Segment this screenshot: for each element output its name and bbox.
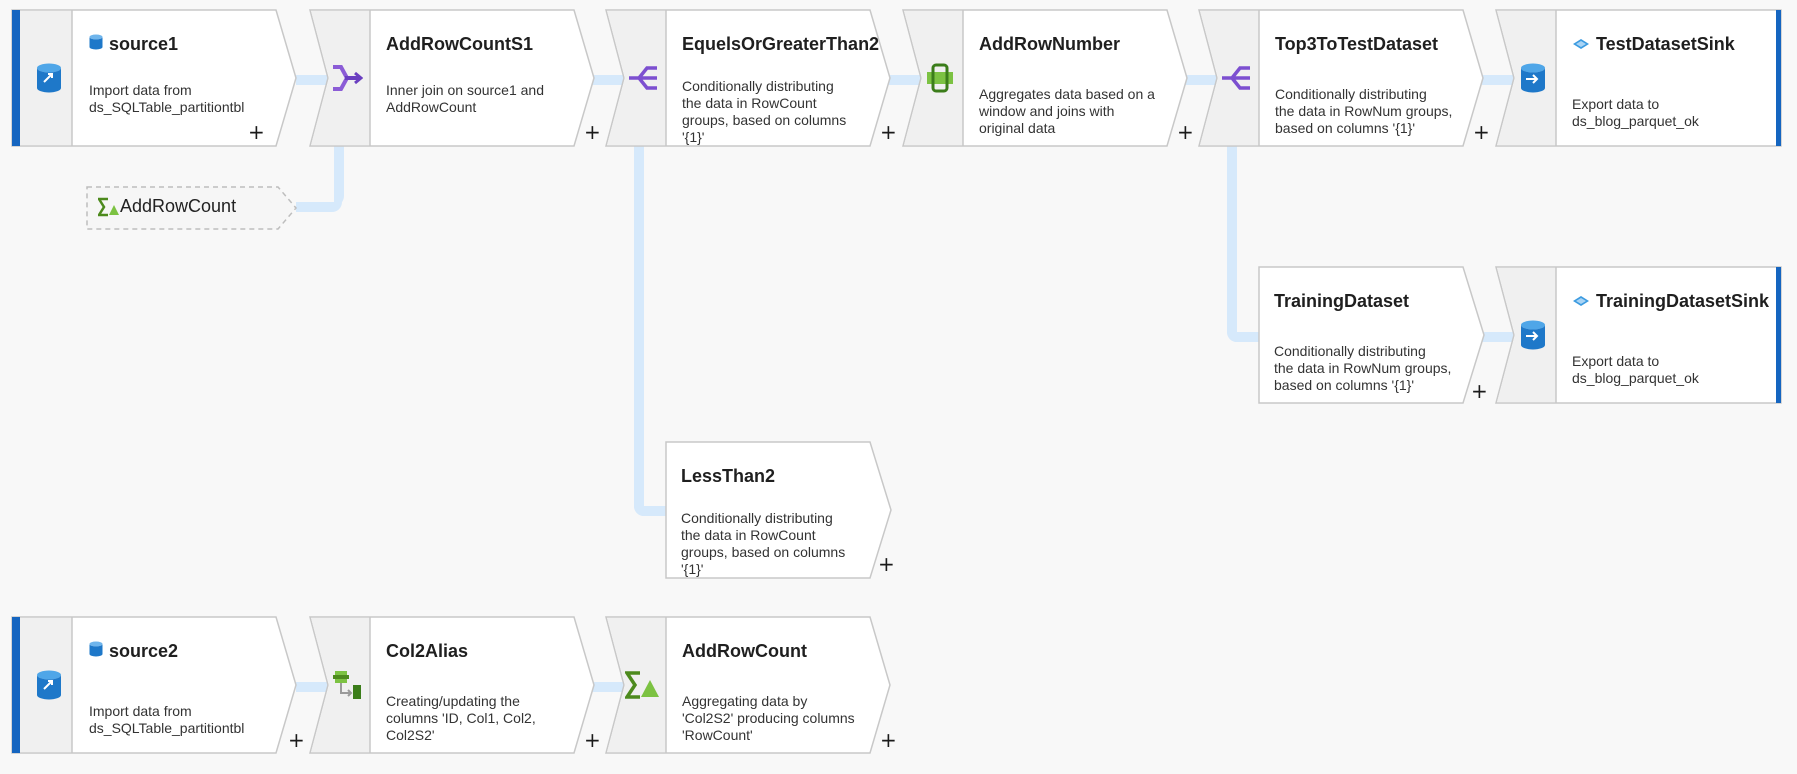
connector-equels-lessthan2-down (634, 146, 644, 516)
node-training-dataset-sink[interactable]: TrainingDatasetSink Export data to ds_bl… (1495, 266, 1782, 404)
connector-source1-addrowcounts1 (296, 75, 328, 85)
parquet-dataset-icon (1572, 291, 1590, 312)
node-title: TrainingDataset (1274, 291, 1410, 311)
connector-training-trainingsink (1479, 332, 1514, 342)
node-addrowcounts1[interactable]: AddRowCountS1 Inner join on source1 and … (309, 9, 601, 147)
add-transform-button[interactable]: + (880, 728, 897, 752)
source-accent-bar (12, 10, 20, 146)
sql-icon (89, 34, 103, 55)
join-icon (324, 10, 370, 146)
node-top3-to-test-dataset[interactable]: Top3ToTestDataset Conditionally distribu… (1198, 9, 1490, 147)
node-description: Import data from ds_SQLTable_partitiontb… (89, 703, 245, 736)
sink-accent-bar (1776, 267, 1781, 403)
add-transform-button[interactable]: + (1471, 379, 1488, 403)
add-transform-button[interactable]: + (248, 120, 265, 144)
node-addrownumber[interactable]: AddRowNumber Aggregates data based on a … (902, 9, 1194, 147)
node-description: Creating/updating the columns 'ID, Col1,… (386, 693, 536, 743)
node-shape (665, 441, 892, 579)
node-source2[interactable]: source2 Import data from ds_SQLTable_par… (11, 616, 305, 754)
node-description: Export data to ds_blog_parquet_ok (1572, 96, 1699, 129)
node-description: Inner join on source1 and AddRowCount (386, 82, 544, 115)
sink-accent-bar (1776, 10, 1781, 146)
node-title: Col2Alias (386, 641, 469, 661)
node-description: Conditionally distributing the data in R… (682, 78, 847, 145)
node-training-dataset[interactable]: TrainingDataset Conditionally distributi… (1258, 266, 1488, 404)
database-source-icon (26, 10, 72, 146)
connector-equels-lessthan2-right (634, 506, 668, 516)
connector-top3-testsink (1482, 75, 1514, 85)
node-col2alias[interactable]: Col2Alias Creating/updating the columns … (309, 616, 601, 754)
connector-equels-addrownumber (889, 75, 921, 85)
connector-top3-training-right (1227, 332, 1261, 342)
node-title: Top3ToTestDataset (1275, 34, 1439, 54)
node-description: Conditionally distributing the data in R… (1274, 343, 1452, 393)
source-accent-bar (12, 617, 20, 753)
node-source1[interactable]: source1 Import data from ds_SQLTable_par… (11, 9, 297, 147)
connector-addrowcounts1-equels (592, 75, 624, 85)
window-icon (917, 10, 963, 146)
node-description: Conditionally distributing the data in R… (1275, 86, 1453, 136)
node-description: Aggregating data by 'Col2S2' producing c… (682, 693, 855, 743)
add-transform-button[interactable]: + (584, 120, 601, 144)
conditional-split-icon (1213, 10, 1259, 146)
add-transform-button[interactable]: + (878, 552, 895, 576)
parquet-dataset-icon (1572, 34, 1590, 55)
node-title: LessThan2 (681, 466, 776, 486)
node-addrowcount[interactable]: AddRowCount Aggregating data by 'Col2S2'… (605, 616, 897, 754)
database-source-icon (26, 617, 72, 753)
aggregate-icon (96, 197, 120, 221)
node-title: TrainingDatasetSink (1596, 291, 1770, 311)
connector-addrownumber-top3 (1185, 75, 1217, 85)
database-sink-icon (1510, 267, 1556, 403)
node-test-dataset-sink[interactable]: TestDatasetSink Export data to ds_blog_p… (1495, 9, 1782, 147)
add-transform-button[interactable]: + (584, 728, 601, 752)
connector-addrowcount-ref-left (296, 202, 342, 212)
node-shape (309, 9, 595, 147)
node-title: AddRowNumber (979, 34, 1120, 54)
node-title: AddRowCountS1 (386, 34, 533, 54)
connector-col2alias-addrowcount (592, 682, 624, 692)
connector-addrowcount-ref-up (334, 146, 344, 206)
node-title: source1 (109, 34, 179, 54)
reference-node-addrowcount[interactable]: AddRowCount (86, 186, 298, 230)
node-title: EquelsOrGreaterThan2 (682, 34, 880, 54)
reference-node-shape (86, 186, 297, 230)
node-title: TestDatasetSink (1596, 34, 1735, 54)
node-description: Conditionally distributing the data in R… (681, 510, 846, 577)
node-less-than-2[interactable]: LessThan2 Conditionally distributing the… (665, 441, 895, 579)
reference-node-label: AddRowCount (120, 196, 237, 216)
conditional-split-icon (620, 10, 666, 146)
node-equels-or-greater-than-2[interactable]: EquelsOrGreaterThan2 Conditionally distr… (605, 9, 897, 147)
add-transform-button[interactable]: + (1473, 120, 1490, 144)
derived-column-icon (324, 617, 370, 753)
node-title: AddRowCount (682, 641, 807, 661)
sql-icon (89, 641, 103, 662)
node-title: source2 (109, 641, 179, 661)
add-transform-button[interactable]: + (880, 120, 897, 144)
node-shape (1258, 266, 1485, 404)
add-transform-button[interactable]: + (288, 728, 305, 752)
node-description: Export data to ds_blog_parquet_ok (1572, 353, 1699, 386)
aggregate-icon (620, 617, 666, 753)
node-description: Aggregates data based on a window and jo… (979, 86, 1155, 136)
node-description: Import data from ds_SQLTable_partitiontb… (89, 82, 245, 115)
add-transform-button[interactable]: + (1177, 120, 1194, 144)
connector-top3-training-down (1227, 146, 1237, 342)
database-sink-icon (1510, 10, 1556, 146)
connector-source2-col2alias (296, 682, 328, 692)
